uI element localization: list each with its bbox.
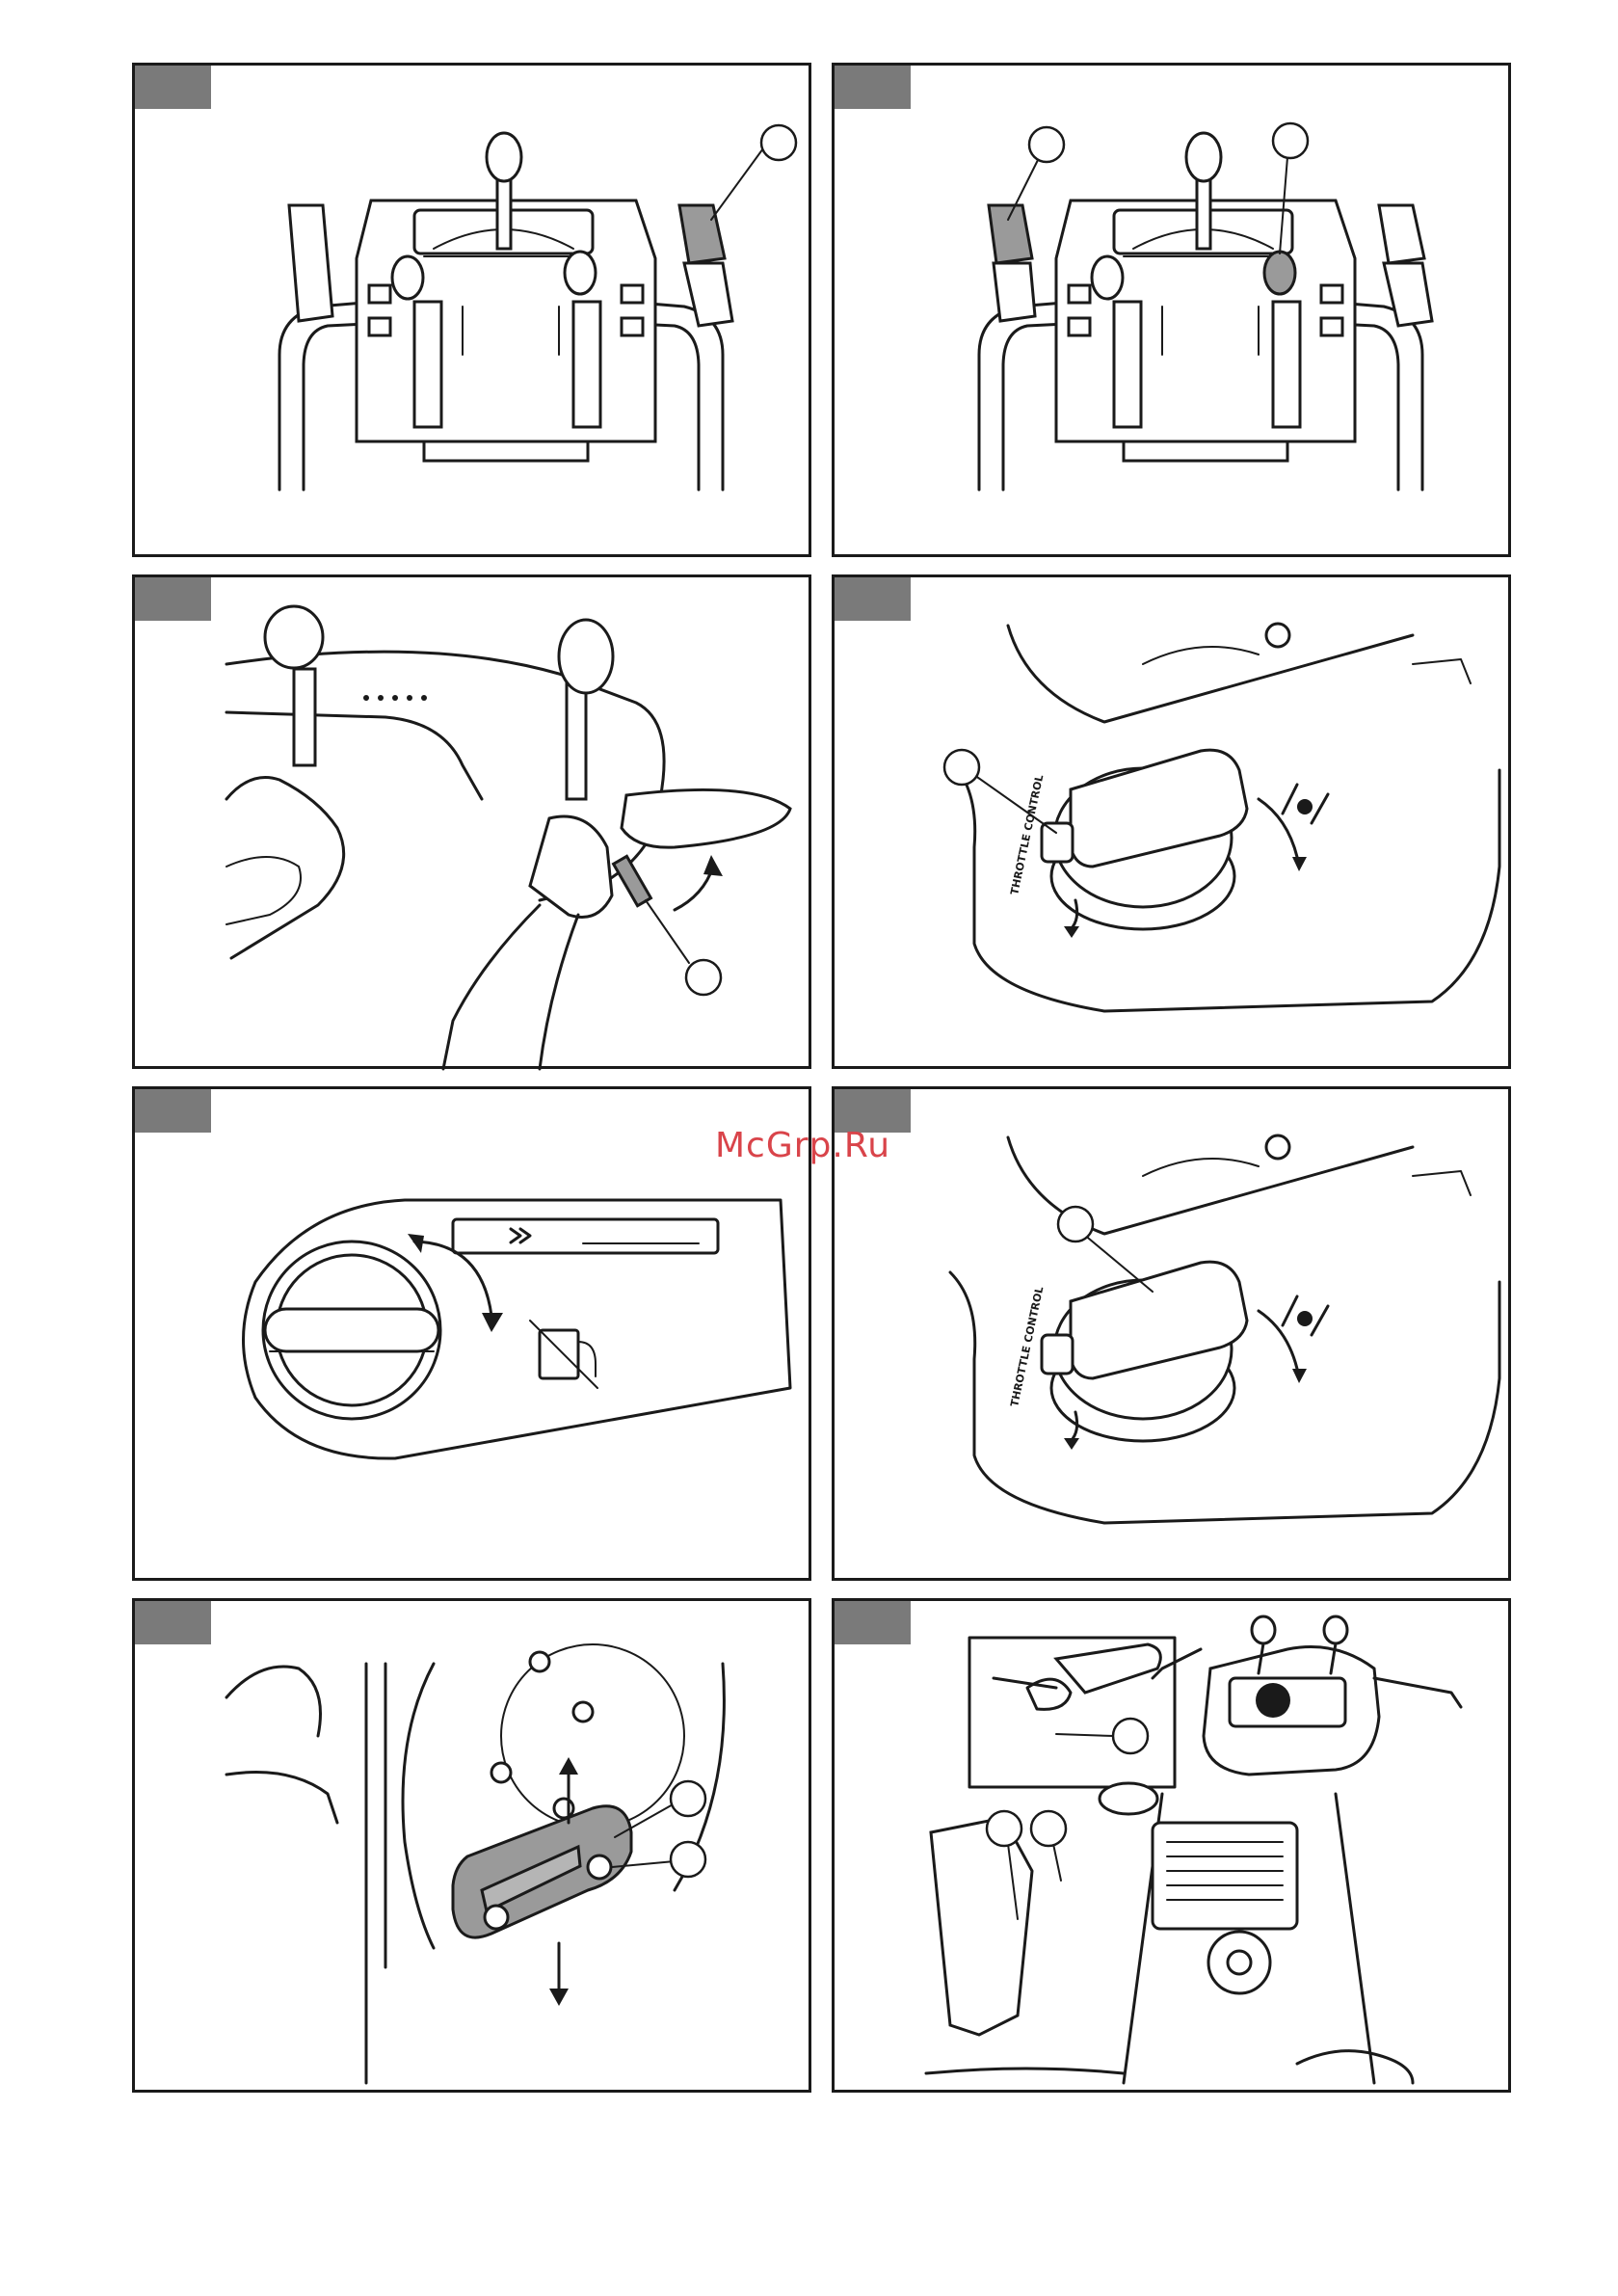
callout-circle	[761, 125, 796, 160]
control-panel-illustration	[835, 66, 1514, 560]
control-panel-illustration	[135, 66, 814, 560]
snowthrower-illustration	[835, 1601, 1514, 2096]
callout-circle	[944, 750, 979, 785]
throttle-control-illustration: THROTTLE CONTROL	[835, 1089, 1514, 1584]
callout-circle	[686, 960, 721, 995]
figure-panel-4: THROTTLE CONTROL	[832, 574, 1511, 1069]
figure-panel-8	[832, 1598, 1511, 2093]
callout-circle	[1058, 1207, 1093, 1241]
throttle-control-label: THROTTLE CONTROL	[1008, 774, 1046, 896]
callout-circle	[1113, 1719, 1148, 1753]
throttle-control-illustration: THROTTLE CONTROL	[835, 577, 1514, 1072]
callout-circle	[1031, 1811, 1066, 1846]
figure-panel-1	[132, 63, 811, 557]
callout-circle	[1273, 123, 1308, 158]
callout-circle	[671, 1842, 705, 1877]
skid-shoe-illustration	[135, 1601, 814, 2096]
fuel-valve-illustration	[135, 1089, 814, 1584]
figure-panel-7	[132, 1598, 811, 2093]
figure-panel-2	[832, 63, 1511, 557]
watermark-text: McGrp.Ru	[715, 1126, 890, 1165]
throttle-control-label: THROTTLE CONTROL	[1008, 1286, 1046, 1408]
callout-circle	[987, 1811, 1021, 1846]
handle-trigger-illustration	[135, 577, 814, 1072]
figure-panel-6: THROTTLE CONTROL	[832, 1086, 1511, 1581]
figure-panel-3	[132, 574, 811, 1069]
figure-panel-5	[132, 1086, 811, 1581]
callout-circle	[671, 1781, 705, 1816]
callout-circle	[1029, 127, 1064, 162]
